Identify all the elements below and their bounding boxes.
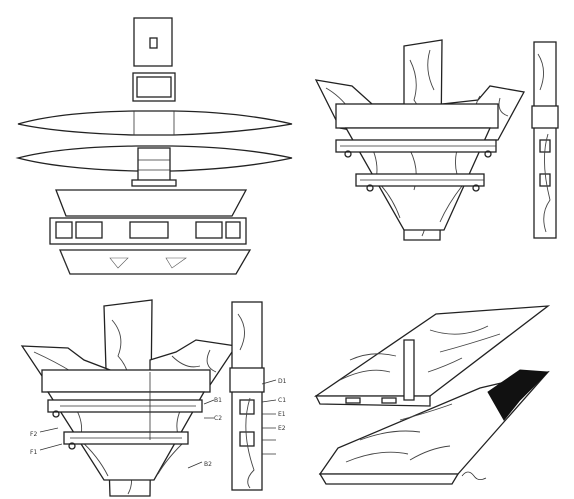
fig3-cross-beam [41, 369, 211, 393]
cross-beam [335, 103, 499, 129]
label-c2: C2 [214, 415, 222, 422]
upper-wing-front-face [314, 395, 431, 407]
top-block [133, 17, 173, 67]
tapered-panel [55, 189, 248, 217]
label-b1: B1 [214, 397, 222, 404]
label-b2: B2 [204, 461, 212, 468]
fig3-side-beam [229, 367, 265, 393]
wing-plank-upper [17, 110, 293, 136]
fig3-side-post [231, 301, 263, 491]
label-e2: E2 [278, 425, 286, 432]
figure-3-labeled-view: D1 C1 E1 E2 F2 F1 B1 C2 B2 [20, 299, 287, 497]
center-box [137, 147, 171, 183]
framed-block-inner [136, 76, 172, 98]
framed-block [132, 72, 176, 102]
figure-2-assembled-front [314, 39, 559, 241]
figure-4-perspective-wings [313, 305, 551, 485]
top-block-slot [149, 37, 158, 49]
label-f2: F2 [30, 431, 37, 438]
label-e1: E1 [278, 411, 286, 418]
label-c1: C1 [278, 397, 286, 404]
signature-mark [461, 471, 487, 480]
label-d1: D1 [278, 378, 287, 385]
lower-wing-dark-tip [487, 369, 550, 421]
side-view-beam [531, 105, 559, 129]
center-base [131, 179, 177, 187]
lower-tray [59, 249, 252, 275]
upper-wing-spar [403, 339, 415, 401]
label-f1: F1 [30, 449, 37, 456]
lower-wing-edge [318, 473, 460, 485]
figure-1-exploded-parts [15, 17, 293, 275]
